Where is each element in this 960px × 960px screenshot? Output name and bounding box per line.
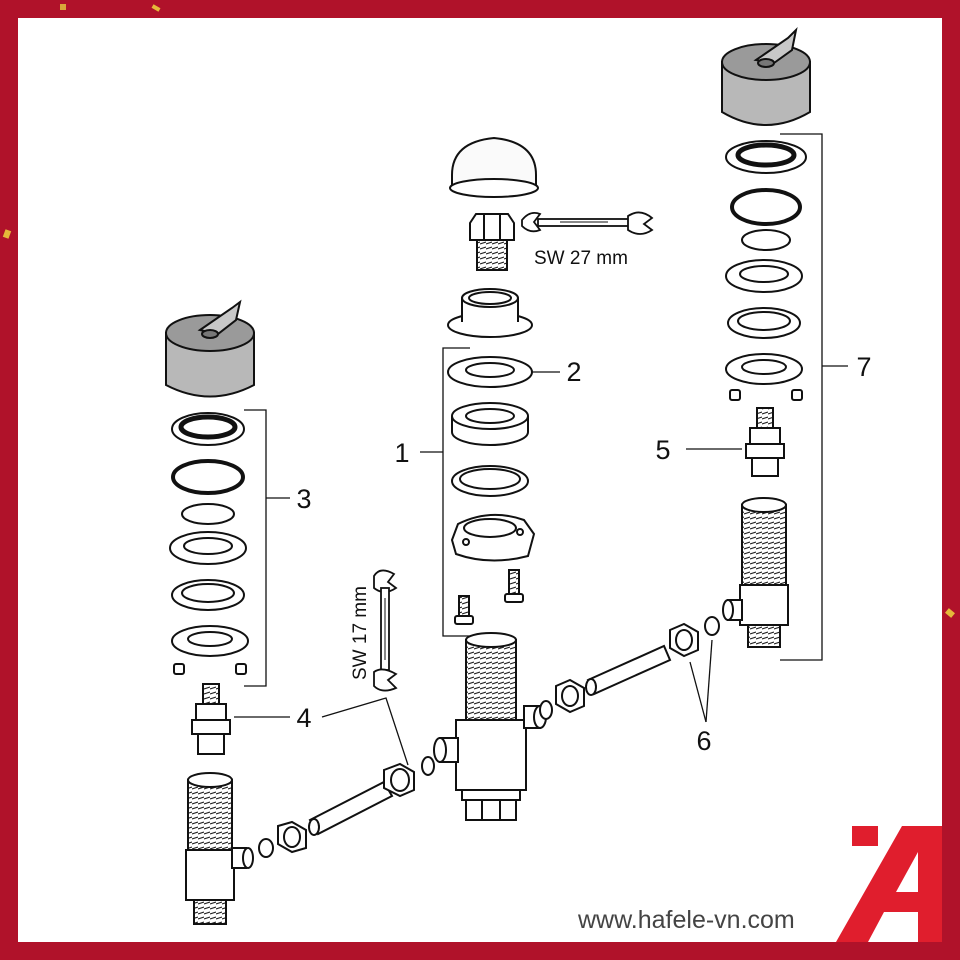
callout-7: 7 — [856, 352, 871, 382]
small-o-ring-icon — [741, 229, 791, 251]
callout-4: 4 — [296, 703, 311, 733]
compression-nut-icon — [669, 622, 699, 658]
callout-3: 3 — [296, 484, 311, 514]
seal-ring-icon — [171, 412, 245, 446]
left-valve-body-icon — [185, 772, 254, 925]
valve-cartridge-icon — [191, 683, 231, 755]
callout-5: 5 — [655, 435, 670, 465]
sleeve-nut-icon — [447, 288, 533, 338]
olive-ring-icon — [258, 838, 274, 858]
washer-icon — [171, 579, 245, 611]
olive-ring-icon — [704, 616, 720, 636]
compression-nut-icon — [277, 820, 307, 854]
watermark-url: www.hafele-vn.com — [577, 906, 795, 934]
seal-ring-icon — [725, 140, 807, 174]
hafele-logo-icon — [836, 826, 942, 942]
washer-2-icon — [447, 356, 533, 388]
washer-icon — [725, 259, 803, 293]
flange-plate-icon — [450, 513, 536, 562]
valve-cartridge-icon — [745, 407, 785, 477]
callout-1: 1 — [394, 438, 409, 468]
washer-icon — [169, 531, 247, 565]
o-ring-icon — [171, 459, 245, 495]
screw-icon — [729, 389, 803, 401]
dome-cap-icon — [449, 136, 539, 198]
screw-icon — [454, 595, 474, 625]
right-assembly — [539, 26, 811, 720]
olive-ring-icon — [539, 700, 553, 720]
screw-icon — [173, 663, 247, 675]
pipe-icon — [308, 780, 394, 836]
olive-ring-icon — [421, 756, 435, 776]
callout-2: 2 — [566, 357, 581, 387]
wrench-27-label: SW 27 mm — [534, 248, 628, 269]
confetti-decoration — [2, 4, 955, 618]
compression-nut-icon — [383, 762, 415, 798]
left-assembly — [165, 299, 435, 925]
wrench-17-icon — [373, 569, 398, 692]
washer-icon — [727, 307, 801, 339]
compression-nut-icon — [555, 678, 585, 714]
handle-cap-right-icon — [721, 26, 811, 126]
thick-ring-icon — [451, 402, 529, 446]
handle-cap-left-icon — [165, 299, 255, 398]
o-ring-icon — [730, 188, 802, 226]
pipe-icon — [585, 644, 672, 696]
center-assembly — [420, 136, 654, 821]
wrench-17-label: SW 17 mm — [350, 586, 371, 680]
mixer-body-icon — [433, 632, 547, 821]
callout-6: 6 — [696, 726, 711, 756]
washer-icon — [451, 465, 529, 497]
base-plate-icon — [171, 625, 249, 657]
right-valve-body-icon — [722, 497, 789, 648]
callout-lines — [234, 133, 848, 766]
screw-icon — [504, 569, 524, 603]
base-plate-icon — [725, 353, 803, 385]
wrench-27-icon — [521, 211, 654, 235]
hex-plug-icon — [469, 213, 515, 271]
small-o-ring-icon — [181, 503, 235, 525]
